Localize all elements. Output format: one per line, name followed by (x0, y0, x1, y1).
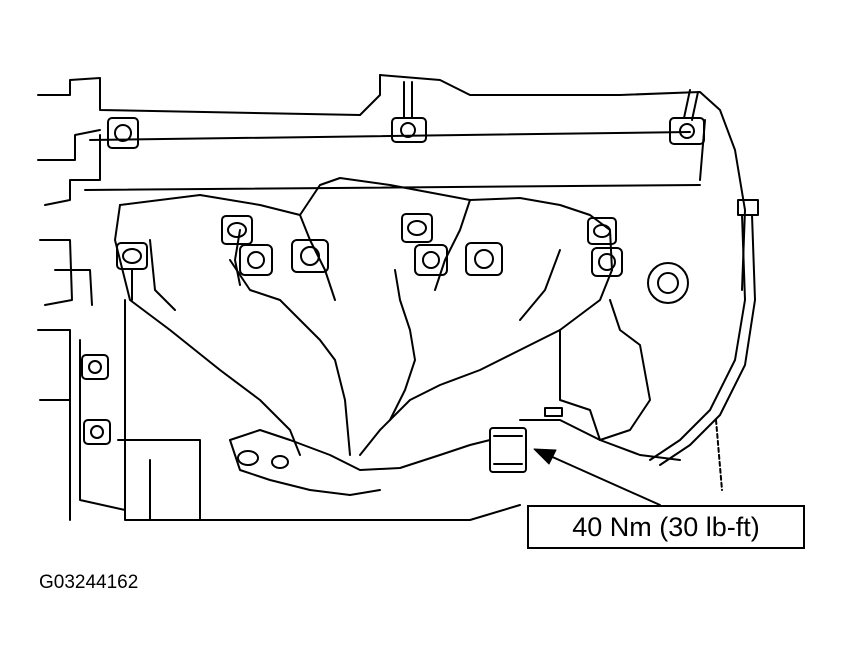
torque-spec-label: 40 Nm (30 lb-ft) (572, 511, 760, 542)
right-bracket (519, 299, 681, 461)
dipstick-tube (649, 199, 759, 491)
manifold-stud-6 (587, 217, 623, 277)
torque-callout: 40 Nm (30 lb-ft) (527, 505, 805, 549)
manifold-stud-5 (465, 242, 503, 276)
boss-right (647, 262, 689, 304)
head-bolt-left (107, 117, 139, 149)
manifold-stud-3 (291, 239, 329, 273)
head-bolt-right (669, 89, 705, 145)
manifold-studs (116, 213, 689, 304)
head-bolt-center (391, 81, 427, 143)
manifold-stud-4 (401, 213, 448, 276)
figure-id-label: G03244162 (39, 572, 139, 593)
exhaust-manifold (114, 177, 613, 496)
callout-leader-arrow (533, 448, 661, 506)
manifold-stud-1 (116, 242, 148, 301)
head-bolts (107, 81, 705, 149)
block-side-bolts (81, 354, 111, 445)
cylinder-head-outline (37, 74, 746, 521)
oxygen-sensor (489, 427, 527, 473)
manifold-stud-2 (221, 215, 273, 276)
